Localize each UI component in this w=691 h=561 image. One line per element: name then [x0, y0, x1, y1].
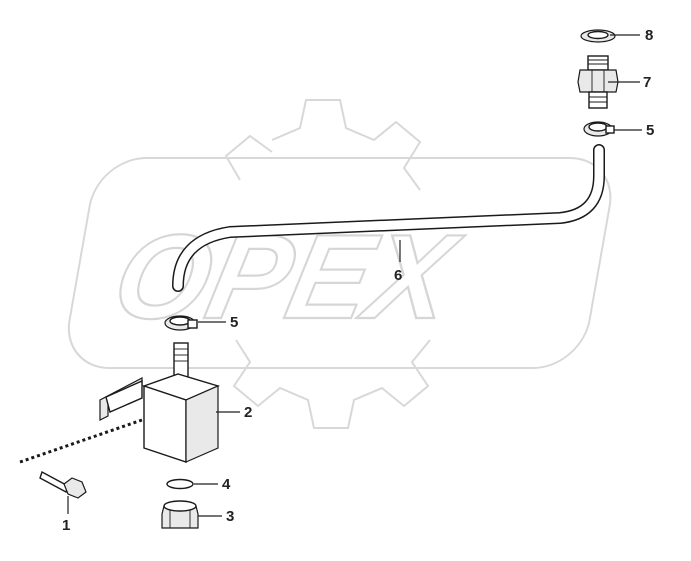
callout-8: 8: [645, 27, 653, 44]
callout-2: 2: [244, 404, 252, 421]
callout-7: 7: [643, 74, 651, 91]
callout-5-lower: 5: [230, 314, 238, 331]
callout-1: 1: [62, 517, 70, 534]
watermark-gear-outline: [224, 99, 431, 429]
callout-6: 6: [394, 267, 402, 284]
watermark: OPEX: [67, 99, 612, 429]
callout-4: 4: [222, 476, 231, 493]
part-hose-clamp-lower: [164, 315, 198, 331]
part-bolt: [19, 418, 143, 499]
callout-5-upper: 5: [646, 122, 654, 139]
callouts: 8 7 5 6 5 2 4 3 1: [62, 27, 654, 534]
part-cap: [161, 500, 199, 529]
part-fitting: [577, 55, 619, 109]
leader-lines: [67, 34, 642, 517]
part-washer: [580, 29, 616, 43]
part-hose: [172, 144, 605, 292]
part-hose-clamp-upper: [583, 121, 615, 137]
watermark-badge: [67, 157, 612, 369]
part-reservoir: [99, 342, 221, 463]
callout-3: 3: [226, 508, 234, 525]
part-o-ring: [166, 478, 194, 490]
